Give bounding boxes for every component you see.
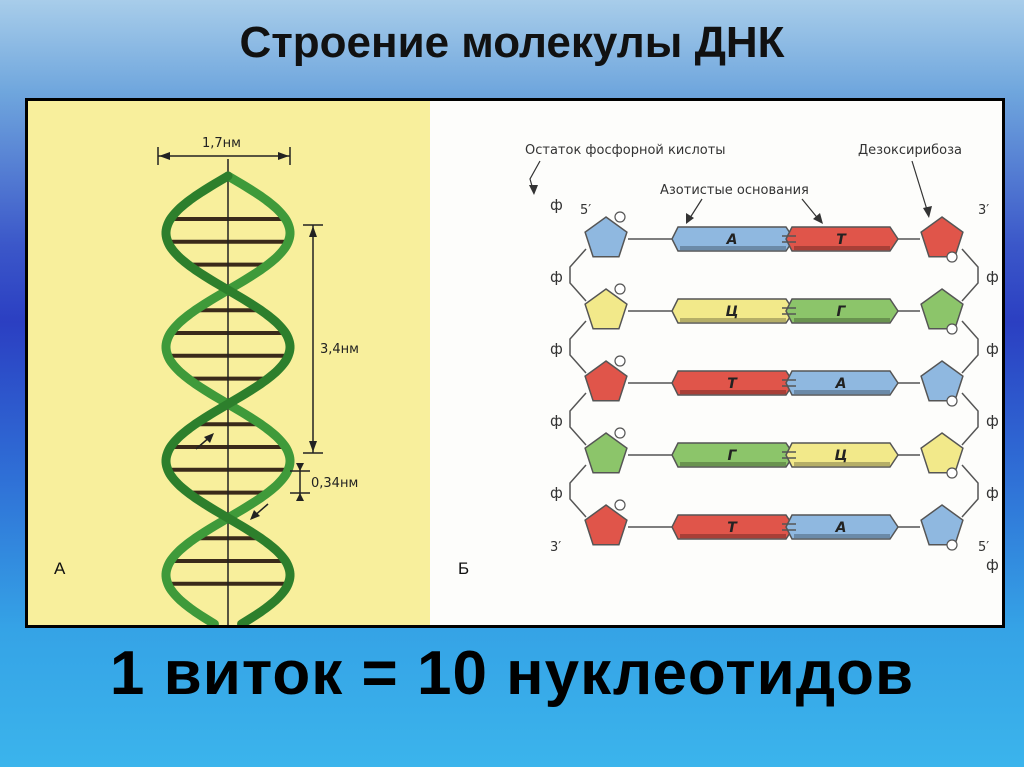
left-nitrogen-base: Ц — [671, 298, 795, 324]
phosphate-symbol-left: ф — [550, 196, 563, 214]
left-nitrogen-base: Т — [671, 514, 795, 540]
left-nitrogen-base: А — [671, 226, 795, 252]
left-deoxyribose — [584, 360, 628, 402]
left-nitrogen-base: Т — [671, 370, 795, 396]
phosphate-symbol-left: ф — [550, 340, 563, 358]
left-3-prime: 3′ — [550, 540, 561, 555]
right-nitrogen-base: А — [785, 514, 899, 540]
panel-b-letter: Б — [458, 559, 470, 578]
phosphate-symbol-right: ф — [986, 268, 999, 286]
phosphate-residue-label: Остаток фосфорной кислоты — [525, 143, 726, 158]
left-nitrogen-base-letter: Т — [727, 376, 738, 392]
left-deoxyribose — [584, 432, 628, 474]
width-label: 1,7нм — [202, 136, 241, 151]
phosphate-symbol-right: ф — [986, 412, 999, 430]
right-nitrogen-base: Ц — [785, 442, 899, 468]
phosphate-symbol-left: ф — [550, 268, 563, 286]
left-nitrogen-base-letter: А — [726, 232, 738, 248]
right-nitrogen-base-letter: Т — [836, 232, 847, 248]
nitrogen-bases-label: Азотистые основания — [660, 183, 809, 198]
right-deoxyribose — [920, 288, 964, 330]
phosphate-symbol-right: ф — [986, 484, 999, 502]
phosphate-symbol-left: ф — [550, 484, 563, 502]
left-nitrogen-base-letter: Г — [728, 448, 738, 464]
right-nitrogen-base-letter: Ц — [835, 448, 848, 464]
phosphate-symbol-right: ф — [986, 556, 999, 574]
right-deoxyribose — [920, 432, 964, 474]
base-pair-diagram: Остаток фосфорной кислоты Азотистые осно… — [525, 143, 999, 574]
phosphate-symbol-left: ф — [550, 412, 563, 430]
left-deoxyribose — [584, 216, 628, 258]
left-deoxyribose — [584, 504, 628, 546]
left-nitrogen-base: Г — [671, 442, 795, 468]
helix-strand-2 — [161, 171, 295, 625]
step-label: 0,34нм — [311, 476, 358, 491]
right-3-prime: 3′ — [978, 203, 989, 218]
right-nitrogen-base-letter: А — [835, 520, 847, 536]
panel-a-helix: 1,7нм 3,4нм 0,34нм А — [28, 101, 430, 625]
right-nitrogen-base: А — [785, 370, 899, 396]
turn-nucleotide-statement: 1 виток = 10 нуклеотидов — [109, 639, 915, 708]
right-nitrogen-base: Г — [785, 298, 899, 324]
right-nitrogen-base: Т — [785, 226, 899, 252]
right-deoxyribose — [920, 216, 964, 258]
helix-diagram: 1,7нм 3,4нм 0,34нм — [157, 136, 359, 625]
panel-b-scheme: Остаток фосфорной кислоты Азотистые осно… — [430, 101, 1002, 625]
left-deoxyribose — [584, 288, 628, 330]
panel-a-letter: А — [54, 559, 66, 578]
deoxyribose-label: Дезоксирибоза — [858, 143, 962, 158]
pitch-label: 3,4нм — [320, 342, 359, 357]
right-deoxyribose — [920, 504, 964, 546]
left-nitrogen-base-letter: Т — [727, 520, 738, 536]
right-deoxyribose — [920, 360, 964, 402]
right-nitrogen-base-letter: Г — [837, 304, 847, 320]
helix-strand-1 — [161, 171, 295, 625]
right-nitrogen-base-letter: А — [835, 376, 847, 392]
left-nitrogen-base-letter: Ц — [726, 304, 739, 320]
left-5-prime: 5′ — [580, 203, 591, 218]
slide-title: Строение молекулы ДНК — [239, 18, 785, 67]
phosphate-symbol-right: ф — [986, 340, 999, 358]
figure-frame: 1,7нм 3,4нм 0,34нм А Остаток фосфорн — [25, 98, 1005, 628]
right-5-prime: 5′ — [978, 540, 989, 555]
